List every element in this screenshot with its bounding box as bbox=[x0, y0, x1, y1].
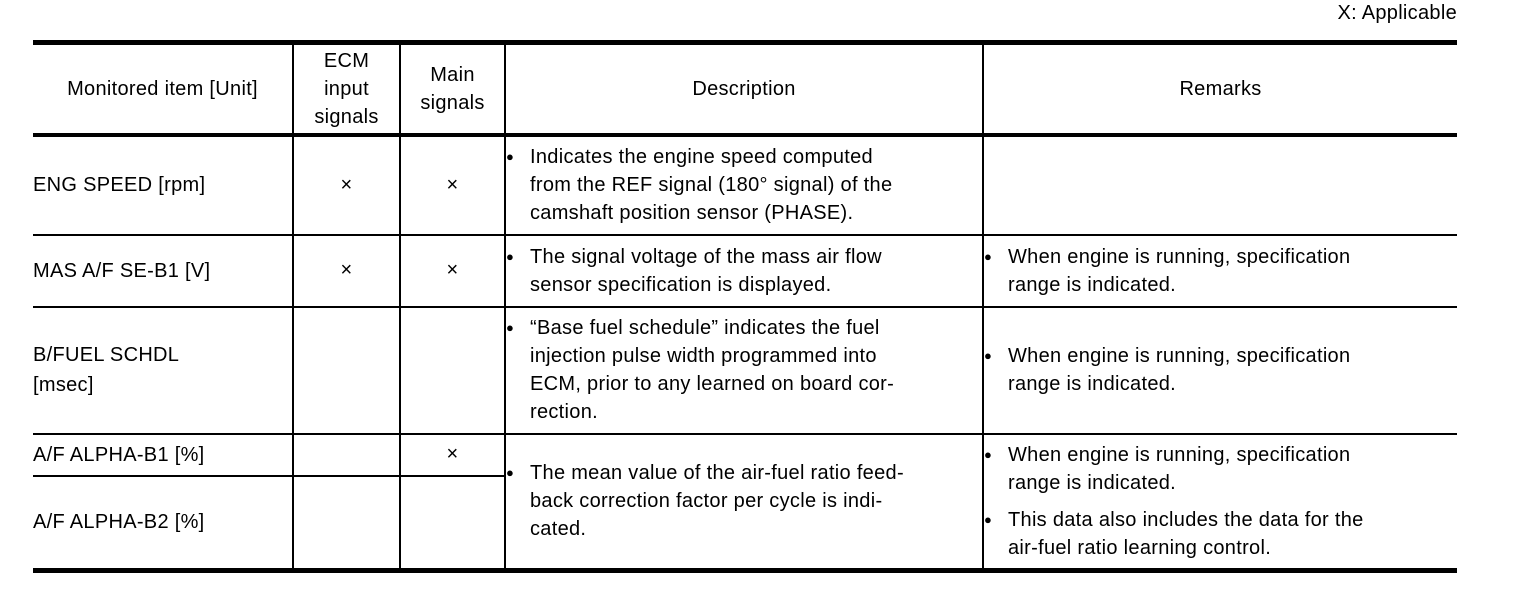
remark-text: When engine is running, specification ra… bbox=[1008, 443, 1351, 494]
applicable-legend: X: Applicable bbox=[1337, 2, 1457, 24]
bullet-icon: ● bbox=[984, 348, 993, 363]
remark-text: This data also includes the data for the… bbox=[1008, 508, 1364, 559]
bullet-icon: ● bbox=[984, 446, 993, 462]
cell-main-signal: × bbox=[399, 432, 505, 476]
cell-monitored-item: A/F ALPHA-B1 [%] bbox=[33, 432, 293, 476]
cell-monitored-item: ENG SPEED [rpm] bbox=[33, 133, 293, 235]
cell-ecm-input-signal bbox=[292, 432, 400, 476]
cell-description: ● The signal voltage of the mass air flo… bbox=[504, 233, 983, 307]
cell-description-merged: ● The mean value of the air-fuel ratio f… bbox=[504, 432, 983, 571]
table-row-mas-af: MAS A/F SE-B1 [V] × × ● The signal volta… bbox=[33, 233, 1457, 307]
cell-ecm-input-signal bbox=[292, 474, 400, 571]
description-bullet: ● “Base fuel schedule” indicates the fue… bbox=[506, 314, 982, 426]
cell-remarks: ● When engine is running, specification … bbox=[982, 305, 1457, 434]
table-row-eng-speed: ENG SPEED [rpm] × × ● Indicates the engi… bbox=[33, 133, 1457, 235]
table-row-af-alpha-b1: A/F ALPHA-B1 [%] × ● The mean value of t… bbox=[33, 432, 1457, 571]
description-bullet: ● The mean value of the air-fuel ratio f… bbox=[506, 459, 982, 543]
cell-ecm-input-signal bbox=[292, 305, 400, 434]
description-bullet: ● The signal voltage of the mass air flo… bbox=[506, 243, 982, 299]
bullet-icon: ● bbox=[984, 248, 993, 264]
bullet-icon: ● bbox=[506, 465, 515, 481]
description-text: Indicates the engine speed computed from… bbox=[530, 146, 893, 224]
cell-main-signal bbox=[399, 474, 505, 571]
bullet-icon: ● bbox=[506, 320, 515, 335]
cell-monitored-item: B/FUEL SCHDL [msec] bbox=[33, 305, 293, 434]
table-row-af-alpha-b2: A/F ALPHA-B2 [%] bbox=[33, 474, 1457, 571]
col-header-remarks: Remarks bbox=[982, 42, 1457, 137]
col-header-monitored-item: Monitored item [Unit] bbox=[33, 42, 293, 137]
remark-text: When engine is running, specification ra… bbox=[1008, 245, 1351, 296]
bullet-icon: ● bbox=[984, 511, 993, 527]
cell-ecm-input-signal: × bbox=[292, 233, 400, 307]
remark-bullet: ● When engine is running, specification … bbox=[984, 441, 1457, 497]
description-text: “Base fuel schedule” indicates the fuel … bbox=[530, 317, 895, 423]
cell-main-signal: × bbox=[399, 233, 505, 307]
cell-monitored-item: A/F ALPHA-B2 [%] bbox=[33, 474, 293, 571]
cell-remarks bbox=[982, 133, 1457, 235]
header-row: Monitored item [Unit] ECM input signals … bbox=[33, 42, 1457, 137]
cell-description: ● Indicates the engine speed computed fr… bbox=[504, 133, 983, 235]
bullet-icon: ● bbox=[506, 149, 515, 164]
cell-main-signal: × bbox=[399, 133, 505, 235]
description-text: The signal voltage of the mass air flow … bbox=[530, 245, 882, 296]
cell-ecm-input-signal: × bbox=[292, 133, 400, 235]
remark-text: When engine is running, specification ra… bbox=[1008, 345, 1351, 395]
cell-main-signal bbox=[399, 305, 505, 434]
cell-remarks-merged: ● When engine is running, specification … bbox=[982, 432, 1457, 571]
data-monitor-table: Monitored item [Unit] ECM input signals … bbox=[33, 40, 1457, 573]
col-header-main-signals: Main signals bbox=[399, 42, 505, 137]
remark-bullet: ● When engine is running, specification … bbox=[984, 243, 1457, 299]
col-header-ecm-input-signals: ECM input signals bbox=[292, 42, 400, 137]
table-row-bfuel-schdl: B/FUEL SCHDL [msec] ● “Base fuel schedul… bbox=[33, 305, 1457, 434]
description-bullet: ● Indicates the engine speed computed fr… bbox=[506, 143, 982, 227]
cell-monitored-item: MAS A/F SE-B1 [V] bbox=[33, 233, 293, 307]
bullet-icon: ● bbox=[506, 248, 515, 264]
description-text: The mean value of the air-fuel ratio fee… bbox=[530, 462, 904, 541]
remark-bullet: ● When engine is running, specification … bbox=[984, 342, 1457, 398]
col-header-description: Description bbox=[504, 42, 983, 137]
remark-bullet: ● This data also includes the data for t… bbox=[984, 506, 1457, 562]
cell-remarks: ● When engine is running, specification … bbox=[982, 233, 1457, 307]
cell-description: ● “Base fuel schedule” indicates the fue… bbox=[504, 305, 983, 434]
